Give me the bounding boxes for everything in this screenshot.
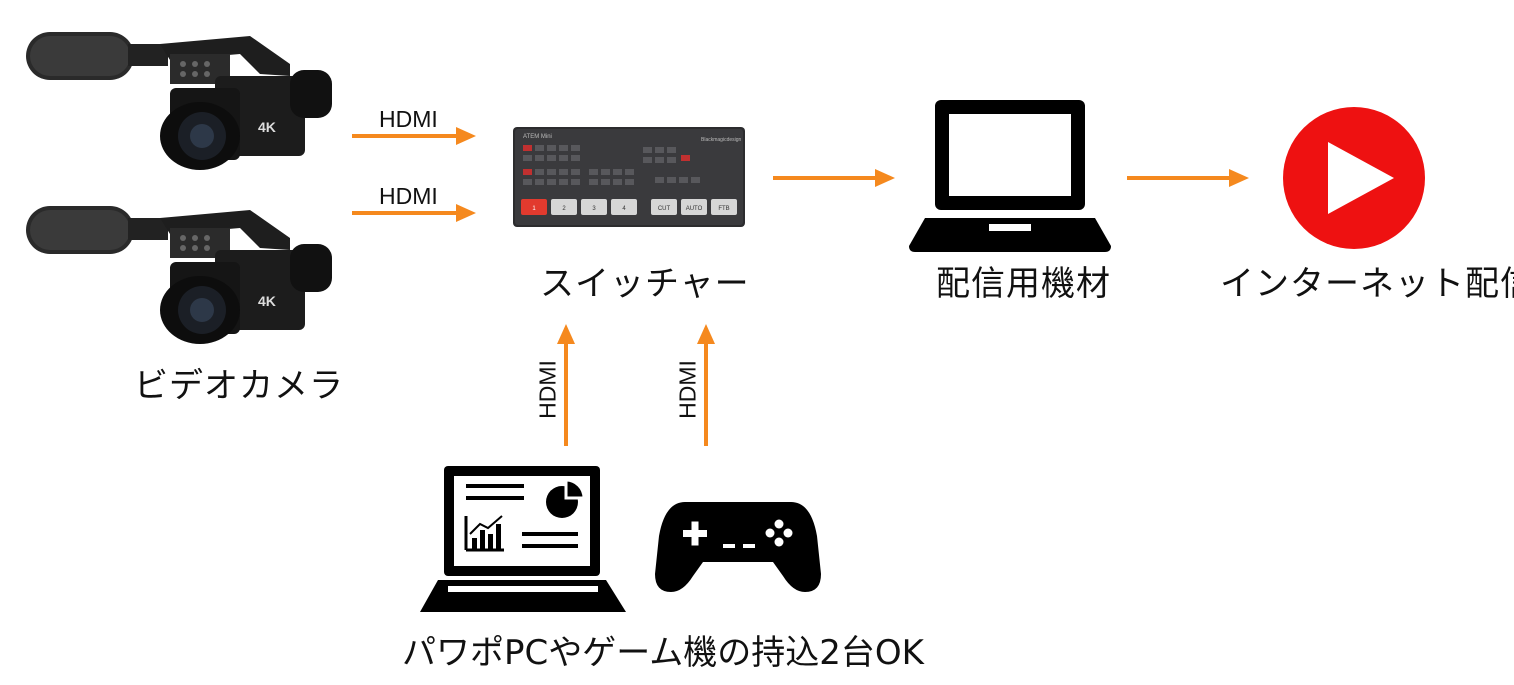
svg-text:4: 4	[622, 206, 626, 212]
edge-label-cam2: HDMI	[379, 183, 438, 209]
arrow-game-to-switcher	[697, 324, 715, 446]
edge-label-cam1: HDMI	[379, 106, 438, 132]
svg-text:FTB: FTB	[718, 206, 729, 212]
arrow-pc-to-switcher	[557, 324, 575, 446]
svg-text:Blackmagicdesign: Blackmagicdesign	[701, 137, 742, 143]
laptop-icon	[909, 100, 1111, 252]
svg-text:3: 3	[592, 206, 596, 212]
game-controller-icon	[655, 502, 821, 592]
switcher-label: スイッチャー	[540, 264, 750, 304]
play-icon	[1283, 107, 1425, 249]
edge-label-pc-in: HDMI	[534, 360, 561, 419]
svg-text:2: 2	[562, 206, 566, 212]
camera-label: ビデオカメラ	[134, 366, 344, 406]
switcher-device: ATEM Mini Blackmagicdesign 1 2 3 4 CUT A…	[513, 127, 745, 227]
arrow-camera1-to-switcher	[352, 127, 476, 145]
svg-text:CUT: CUT	[658, 206, 671, 212]
video-camera-icon-1: 4K	[26, 32, 332, 170]
sources-label: パワポPCやゲーム機の持込2台OK	[402, 633, 924, 673]
internet-label: インターネット配信	[1220, 264, 1514, 304]
arrow-pc-to-internet	[1127, 169, 1249, 187]
svg-text:4K: 4K	[258, 293, 276, 309]
svg-text:ATEM Mini: ATEM Mini	[523, 134, 552, 140]
svg-text:4K: 4K	[258, 119, 276, 135]
presentation-laptop-icon	[420, 466, 626, 612]
arrow-camera2-to-switcher	[352, 204, 476, 222]
streaming-pc-label: 配信用機材	[936, 264, 1111, 304]
video-camera-icon-2: 4K	[26, 206, 332, 344]
arrow-switcher-to-pc	[773, 169, 895, 187]
svg-text:AUTO: AUTO	[686, 206, 703, 212]
svg-text:1: 1	[532, 206, 536, 212]
edge-label-game-in: HDMI	[674, 360, 701, 419]
